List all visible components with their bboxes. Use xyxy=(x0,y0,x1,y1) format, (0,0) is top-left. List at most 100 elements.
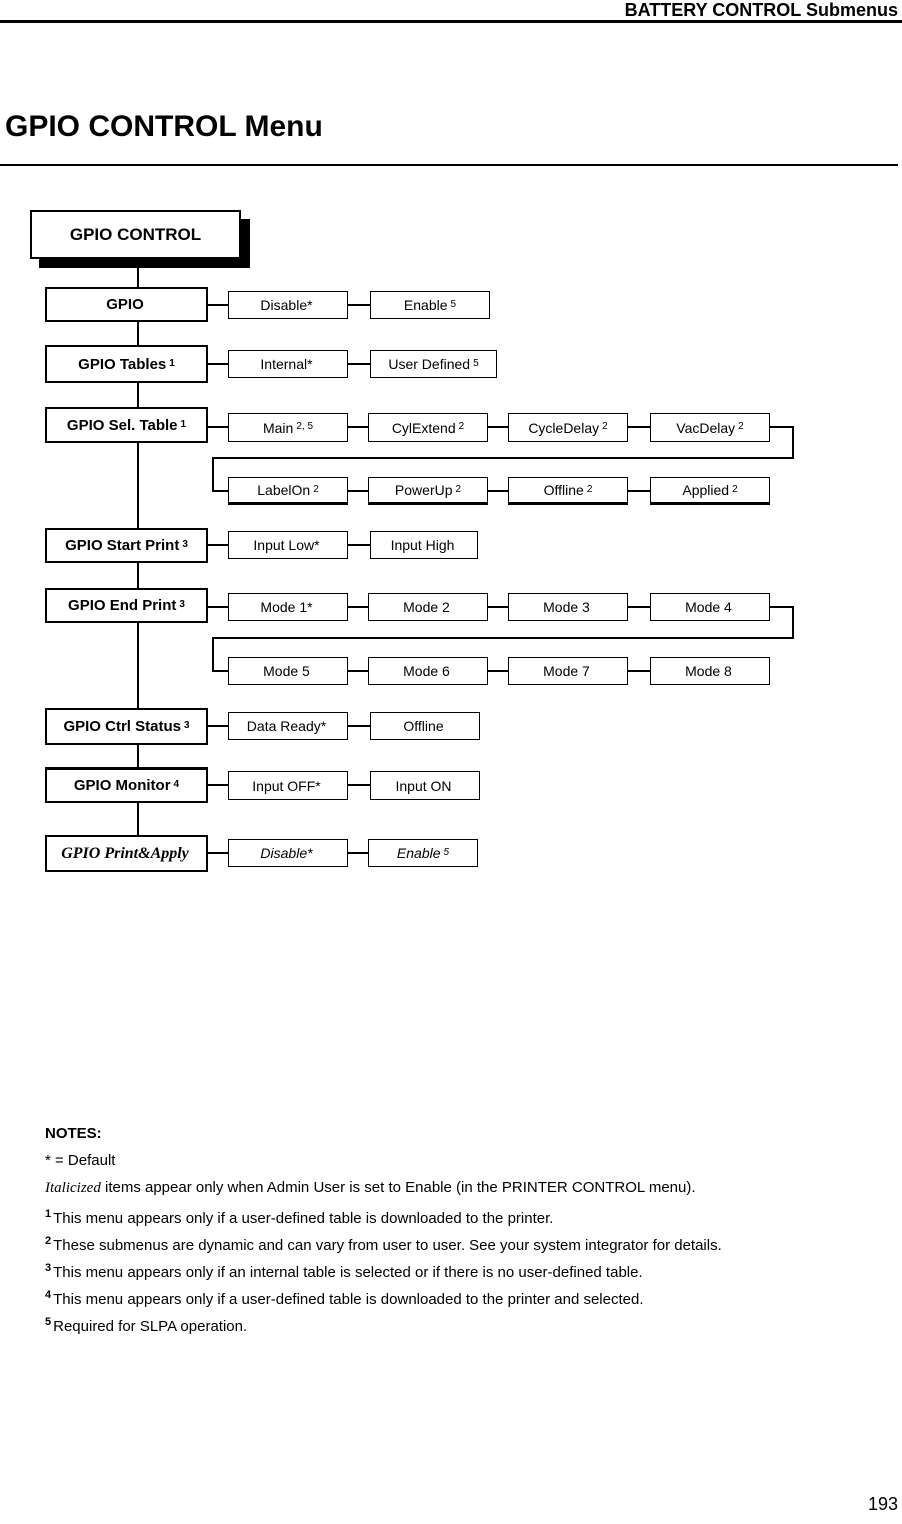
option-label: Internal* xyxy=(260,356,313,372)
connector-line xyxy=(208,606,794,608)
connector-wrap-horizontal xyxy=(212,637,794,639)
notes-heading: NOTES: xyxy=(45,1125,102,1142)
connector-line xyxy=(208,426,794,428)
option-label: PowerUp xyxy=(394,482,453,498)
option-mode-8: Mode 8 xyxy=(650,657,770,685)
option-offline: Offline xyxy=(370,712,480,740)
option-footnote: 2 xyxy=(586,483,593,495)
title-rule xyxy=(0,164,898,166)
menu-footnote: 1 xyxy=(180,418,187,430)
menu-label: GPIO Tables xyxy=(78,355,167,373)
menu-label: GPIO xyxy=(106,296,144,313)
page-title: GPIO CONTROL Menu xyxy=(5,110,323,143)
option-footnote: 5 xyxy=(443,846,450,858)
option-mode-3: Mode 3 xyxy=(508,593,628,621)
option-label: CycleDelay xyxy=(528,419,600,436)
option-disable: Disable* xyxy=(228,291,348,319)
connector-line xyxy=(212,670,770,672)
root-box-label: GPIO CONTROL xyxy=(69,224,202,244)
option-input-on: Input ON xyxy=(370,771,480,800)
option-mode-6: Mode 6 xyxy=(368,657,488,685)
page-number: 193 xyxy=(867,1494,898,1514)
option-label: Mode 7 xyxy=(543,663,590,679)
connector-wrap-right xyxy=(792,606,794,639)
menu-footnote: 3 xyxy=(179,599,185,610)
option-footnote: 2 xyxy=(458,421,465,432)
option-footnote: 2 xyxy=(602,421,608,432)
menu-gpio-print-apply: GPIO Print&Apply xyxy=(45,835,208,872)
menu-label: GPIO Ctrl Status xyxy=(63,718,181,735)
option-label: Mode 8 xyxy=(685,663,732,679)
connector-wrap-horizontal xyxy=(212,457,794,459)
option-internal: Internal* xyxy=(228,350,348,378)
option-footnote: 2 xyxy=(455,483,462,495)
menu-label: GPIO End Print xyxy=(68,597,177,614)
note-default: * = Default xyxy=(45,1152,116,1169)
note-text: These submenus are dynamic and can vary … xyxy=(53,1237,722,1254)
notes-section: NOTES: * = Default Italicized items appe… xyxy=(45,1120,890,1336)
option-footnote: 2 xyxy=(732,483,738,495)
option-label: Mode 4 xyxy=(685,599,732,615)
option-label: Enable xyxy=(396,845,441,861)
option-footnote: 2, 5 xyxy=(296,421,314,432)
option-label: VacDelay xyxy=(676,419,736,436)
option-input-low: Input Low* xyxy=(228,531,348,559)
header-rule xyxy=(0,20,902,23)
menu-gpio: GPIO xyxy=(45,287,208,322)
note-text: Required for SLPA operation. xyxy=(53,1318,248,1335)
option-label: Mode 6 xyxy=(403,663,450,679)
note-italic-lead: Italicized xyxy=(45,1180,101,1196)
connector-wrap-right xyxy=(792,426,794,459)
option-input-off: Input OFF* xyxy=(228,771,348,800)
option-label: Mode 1* xyxy=(260,599,313,615)
option-label: Data Ready* xyxy=(246,718,327,734)
option-label: Input High xyxy=(390,537,455,553)
menu-footnote: 4 xyxy=(173,779,180,790)
page-header: BATTERY CONTROL Submenus xyxy=(624,0,898,20)
option-label: LabelOn xyxy=(257,482,311,498)
note-text: This menu appears only if a user-defined… xyxy=(53,1210,554,1227)
option-mode-7: Mode 7 xyxy=(508,657,628,685)
option-footnote: 5 xyxy=(473,357,479,369)
menu-footnote: 3 xyxy=(183,720,190,731)
option-label: Input ON xyxy=(395,777,452,794)
option-label: Mode 5 xyxy=(263,663,310,679)
option-mode-2: Mode 2 xyxy=(368,593,488,621)
note-text: items appear only when Admin User is set… xyxy=(100,1179,696,1196)
option-label: Input OFF* xyxy=(252,777,321,794)
option-label: Main xyxy=(262,419,294,436)
menu-label: GPIO Print&Apply xyxy=(61,844,189,862)
menu-label: GPIO Monitor xyxy=(73,777,171,794)
option-label: Offline xyxy=(543,482,584,498)
connector-line xyxy=(212,490,770,492)
option-label: Mode 2 xyxy=(403,599,450,615)
option-footnote: 5 xyxy=(450,298,457,310)
option-disable-pa: Disable* xyxy=(228,839,348,867)
option-label: Mode 3 xyxy=(543,599,590,615)
option-label: Disable* xyxy=(260,297,313,313)
option-mode-1: Mode 1* xyxy=(228,593,348,621)
note-sup: 3 xyxy=(45,1262,52,1274)
option-footnote: 2 xyxy=(313,483,319,495)
connector-wrap-left xyxy=(212,637,214,672)
note-text: This menu appears only if an internal ta… xyxy=(53,1264,643,1281)
option-label: Enable xyxy=(403,297,448,313)
